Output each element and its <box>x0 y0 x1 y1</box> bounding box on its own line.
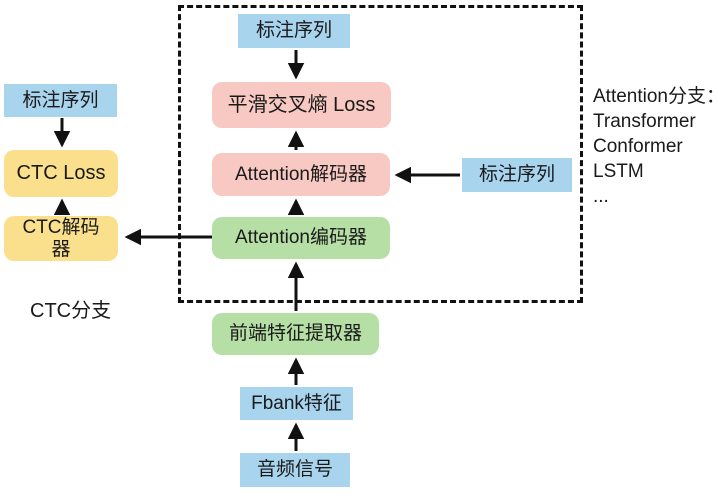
ctc-decoder-box: CTC解码器 <box>4 216 118 261</box>
label-sequence-left-box: 标注序列 <box>4 84 117 117</box>
attention-branch-annotation: Attention分支： Transformer Conformer LSTM … <box>593 84 727 209</box>
annotation-line-ellipsis: ... <box>593 186 609 207</box>
annotation-line-transformer: Transformer <box>593 111 696 132</box>
attention-decoder-box: Attention解码器 <box>212 153 390 196</box>
annotation-line-conformer: Conformer <box>593 136 683 157</box>
ctc-branch-caption: CTC分支 <box>30 300 112 322</box>
label-sequence-right-box: 标注序列 <box>462 158 572 192</box>
label-sequence-top-box: 标注序列 <box>238 14 350 48</box>
ctc-decoder-label: CTC解码器 <box>22 217 100 260</box>
frontend-feature-extractor-box: 前端特征提取器 <box>212 313 379 355</box>
attention-encoder-box: Attention编码器 <box>212 217 390 259</box>
annotation-line-lstm: LSTM <box>593 161 644 182</box>
attention-branch-border <box>178 5 583 303</box>
fbank-features-box: Fbank特征 <box>240 387 353 420</box>
smooth-cross-entropy-loss-box: 平滑交叉熵 Loss <box>212 82 391 128</box>
annotation-line-title: Attention分支： <box>593 86 725 107</box>
audio-signal-box: 音频信号 <box>240 453 350 487</box>
ctc-loss-box: CTC Loss <box>4 150 118 197</box>
